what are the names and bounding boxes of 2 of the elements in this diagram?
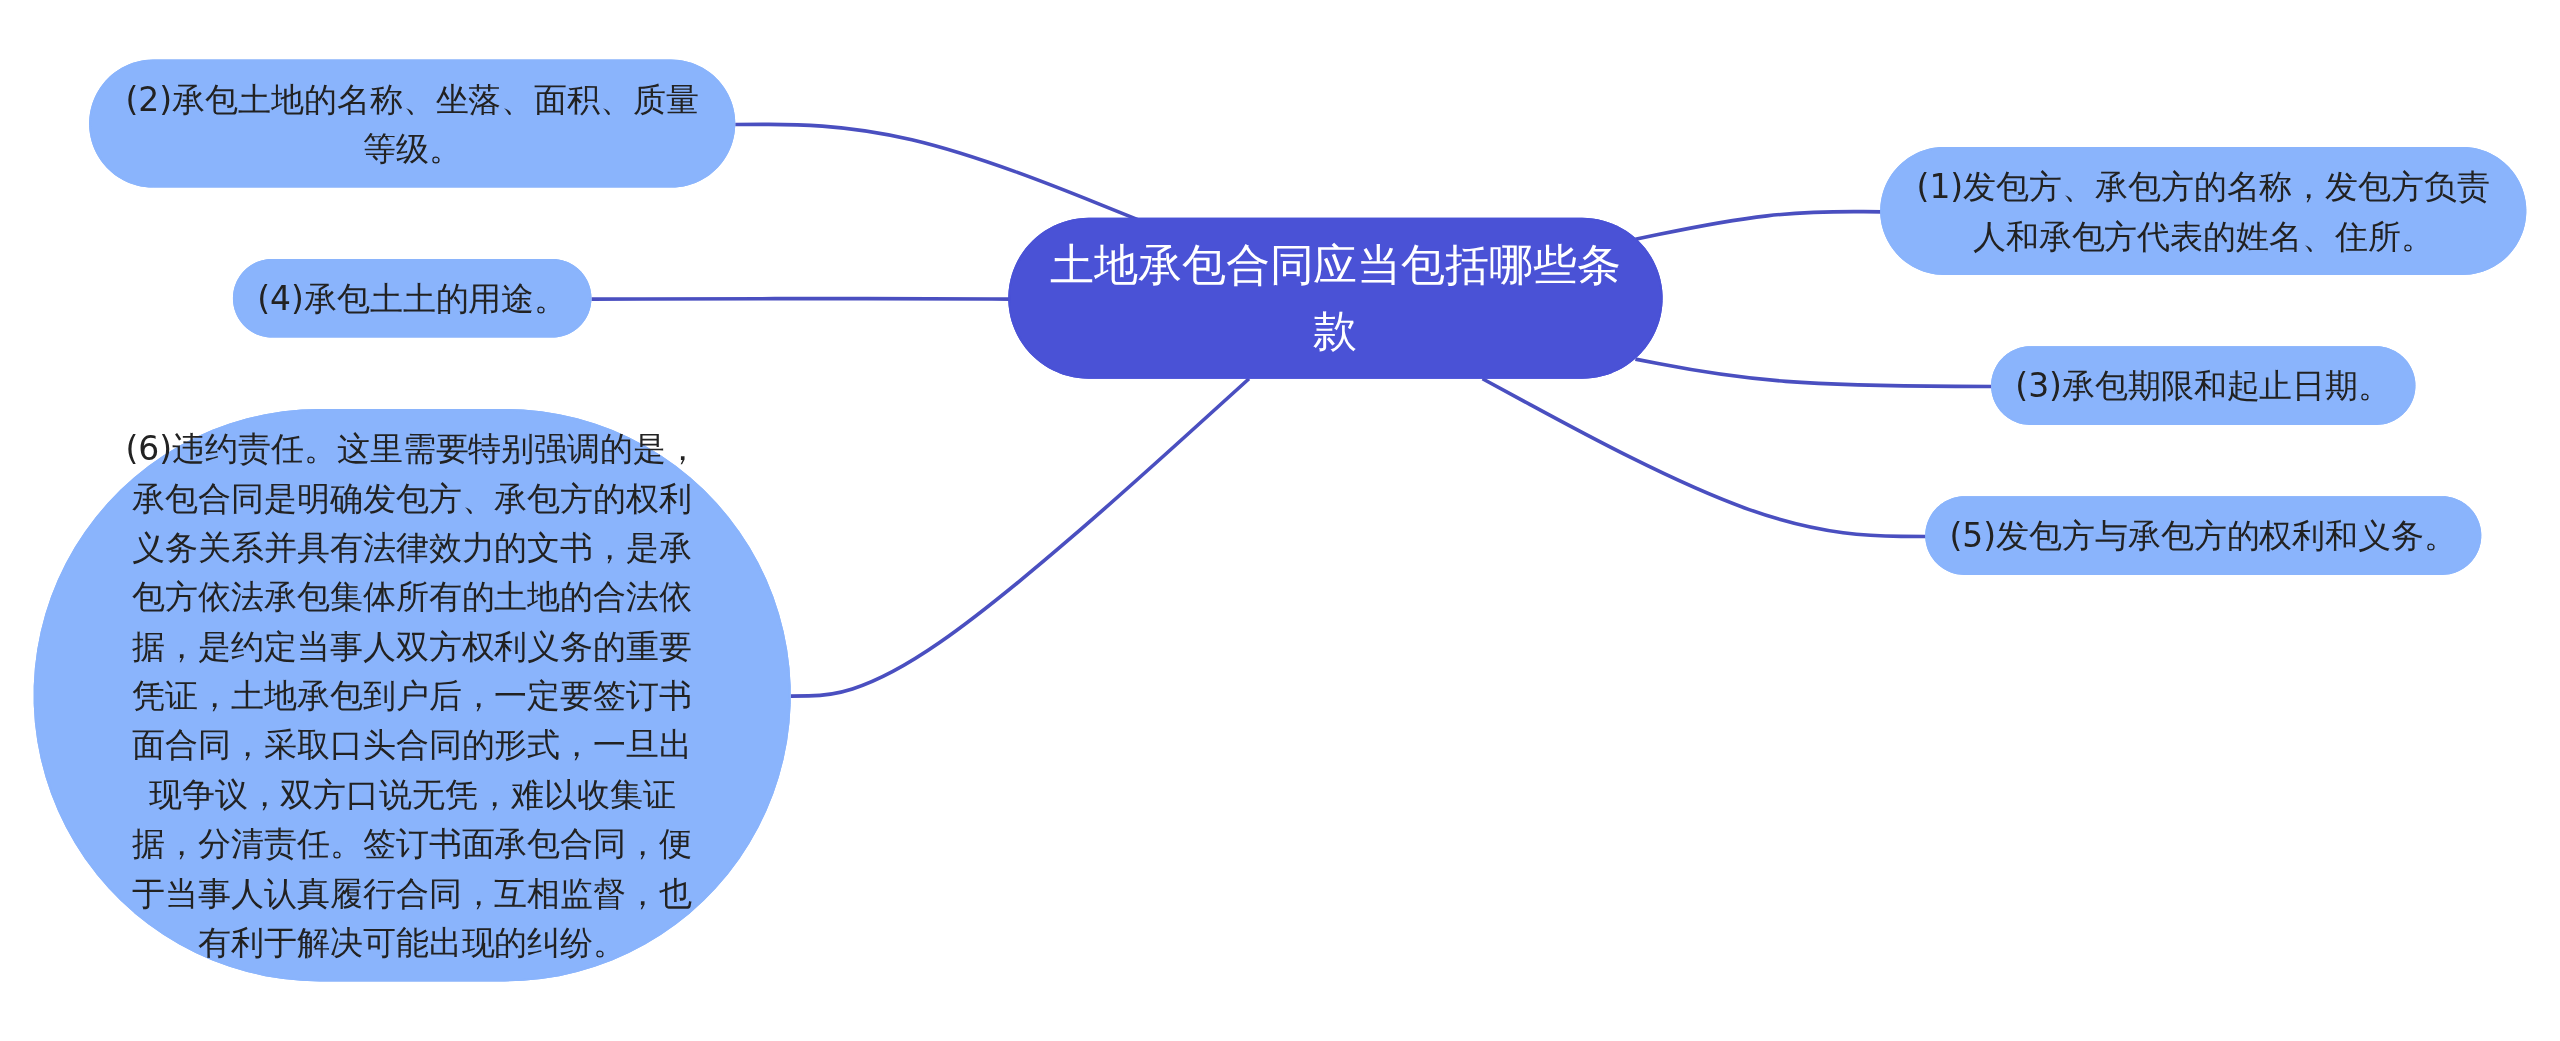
connector: [1635, 357, 1993, 389]
connector: [790, 377, 1251, 698]
